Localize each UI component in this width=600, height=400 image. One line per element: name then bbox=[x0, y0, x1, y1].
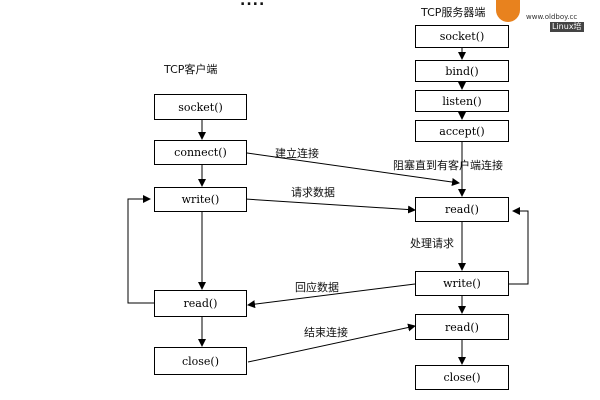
client-read-box: read() bbox=[154, 290, 247, 317]
msg-reply-label: 回应数据 bbox=[295, 281, 339, 294]
client-title: TCP客户端 bbox=[164, 63, 218, 76]
logo-mark-icon bbox=[496, 0, 520, 22]
msg-end-arrow bbox=[247, 323, 416, 363]
server-read-box: read() bbox=[415, 197, 509, 222]
server-read2-box: read() bbox=[415, 314, 509, 340]
client-write-box: write() bbox=[154, 187, 247, 212]
server-accept-box: accept() bbox=[415, 120, 509, 142]
logo-tag: Linux培 bbox=[550, 22, 584, 32]
server-write-box: write() bbox=[415, 271, 509, 296]
server-title: TCP服务器端 bbox=[421, 6, 486, 19]
msg-end-label: 结束连接 bbox=[304, 326, 348, 339]
msg-request-arrow bbox=[237, 194, 416, 214]
client-socket-box: socket() bbox=[154, 94, 247, 120]
msg-connect-arrow bbox=[239, 148, 460, 186]
server-bind-box: bind() bbox=[415, 60, 509, 82]
msg-connect-label: 建立连接 bbox=[275, 147, 319, 160]
server-loop-arrow bbox=[509, 207, 529, 285]
client-close-box: close() bbox=[154, 347, 247, 375]
cropped-title: .... bbox=[240, 0, 266, 8]
server-close-box: close() bbox=[415, 365, 509, 390]
client-loop-arrow bbox=[127, 195, 154, 304]
msg-block-label: 阻塞直到有客户端连接 bbox=[393, 159, 503, 172]
client-connect-box: connect() bbox=[154, 140, 247, 165]
msg-request-label: 请求数据 bbox=[291, 186, 335, 199]
logo-url: www.oldboy.cc bbox=[526, 13, 578, 21]
msg-reply-arrow bbox=[247, 283, 416, 309]
logo: www.oldboy.cc Linux培 bbox=[492, 0, 600, 34]
msg-process-label: 处理请求 bbox=[410, 237, 454, 250]
server-listen-box: listen() bbox=[415, 90, 509, 112]
server-socket-box: socket() bbox=[415, 25, 509, 48]
